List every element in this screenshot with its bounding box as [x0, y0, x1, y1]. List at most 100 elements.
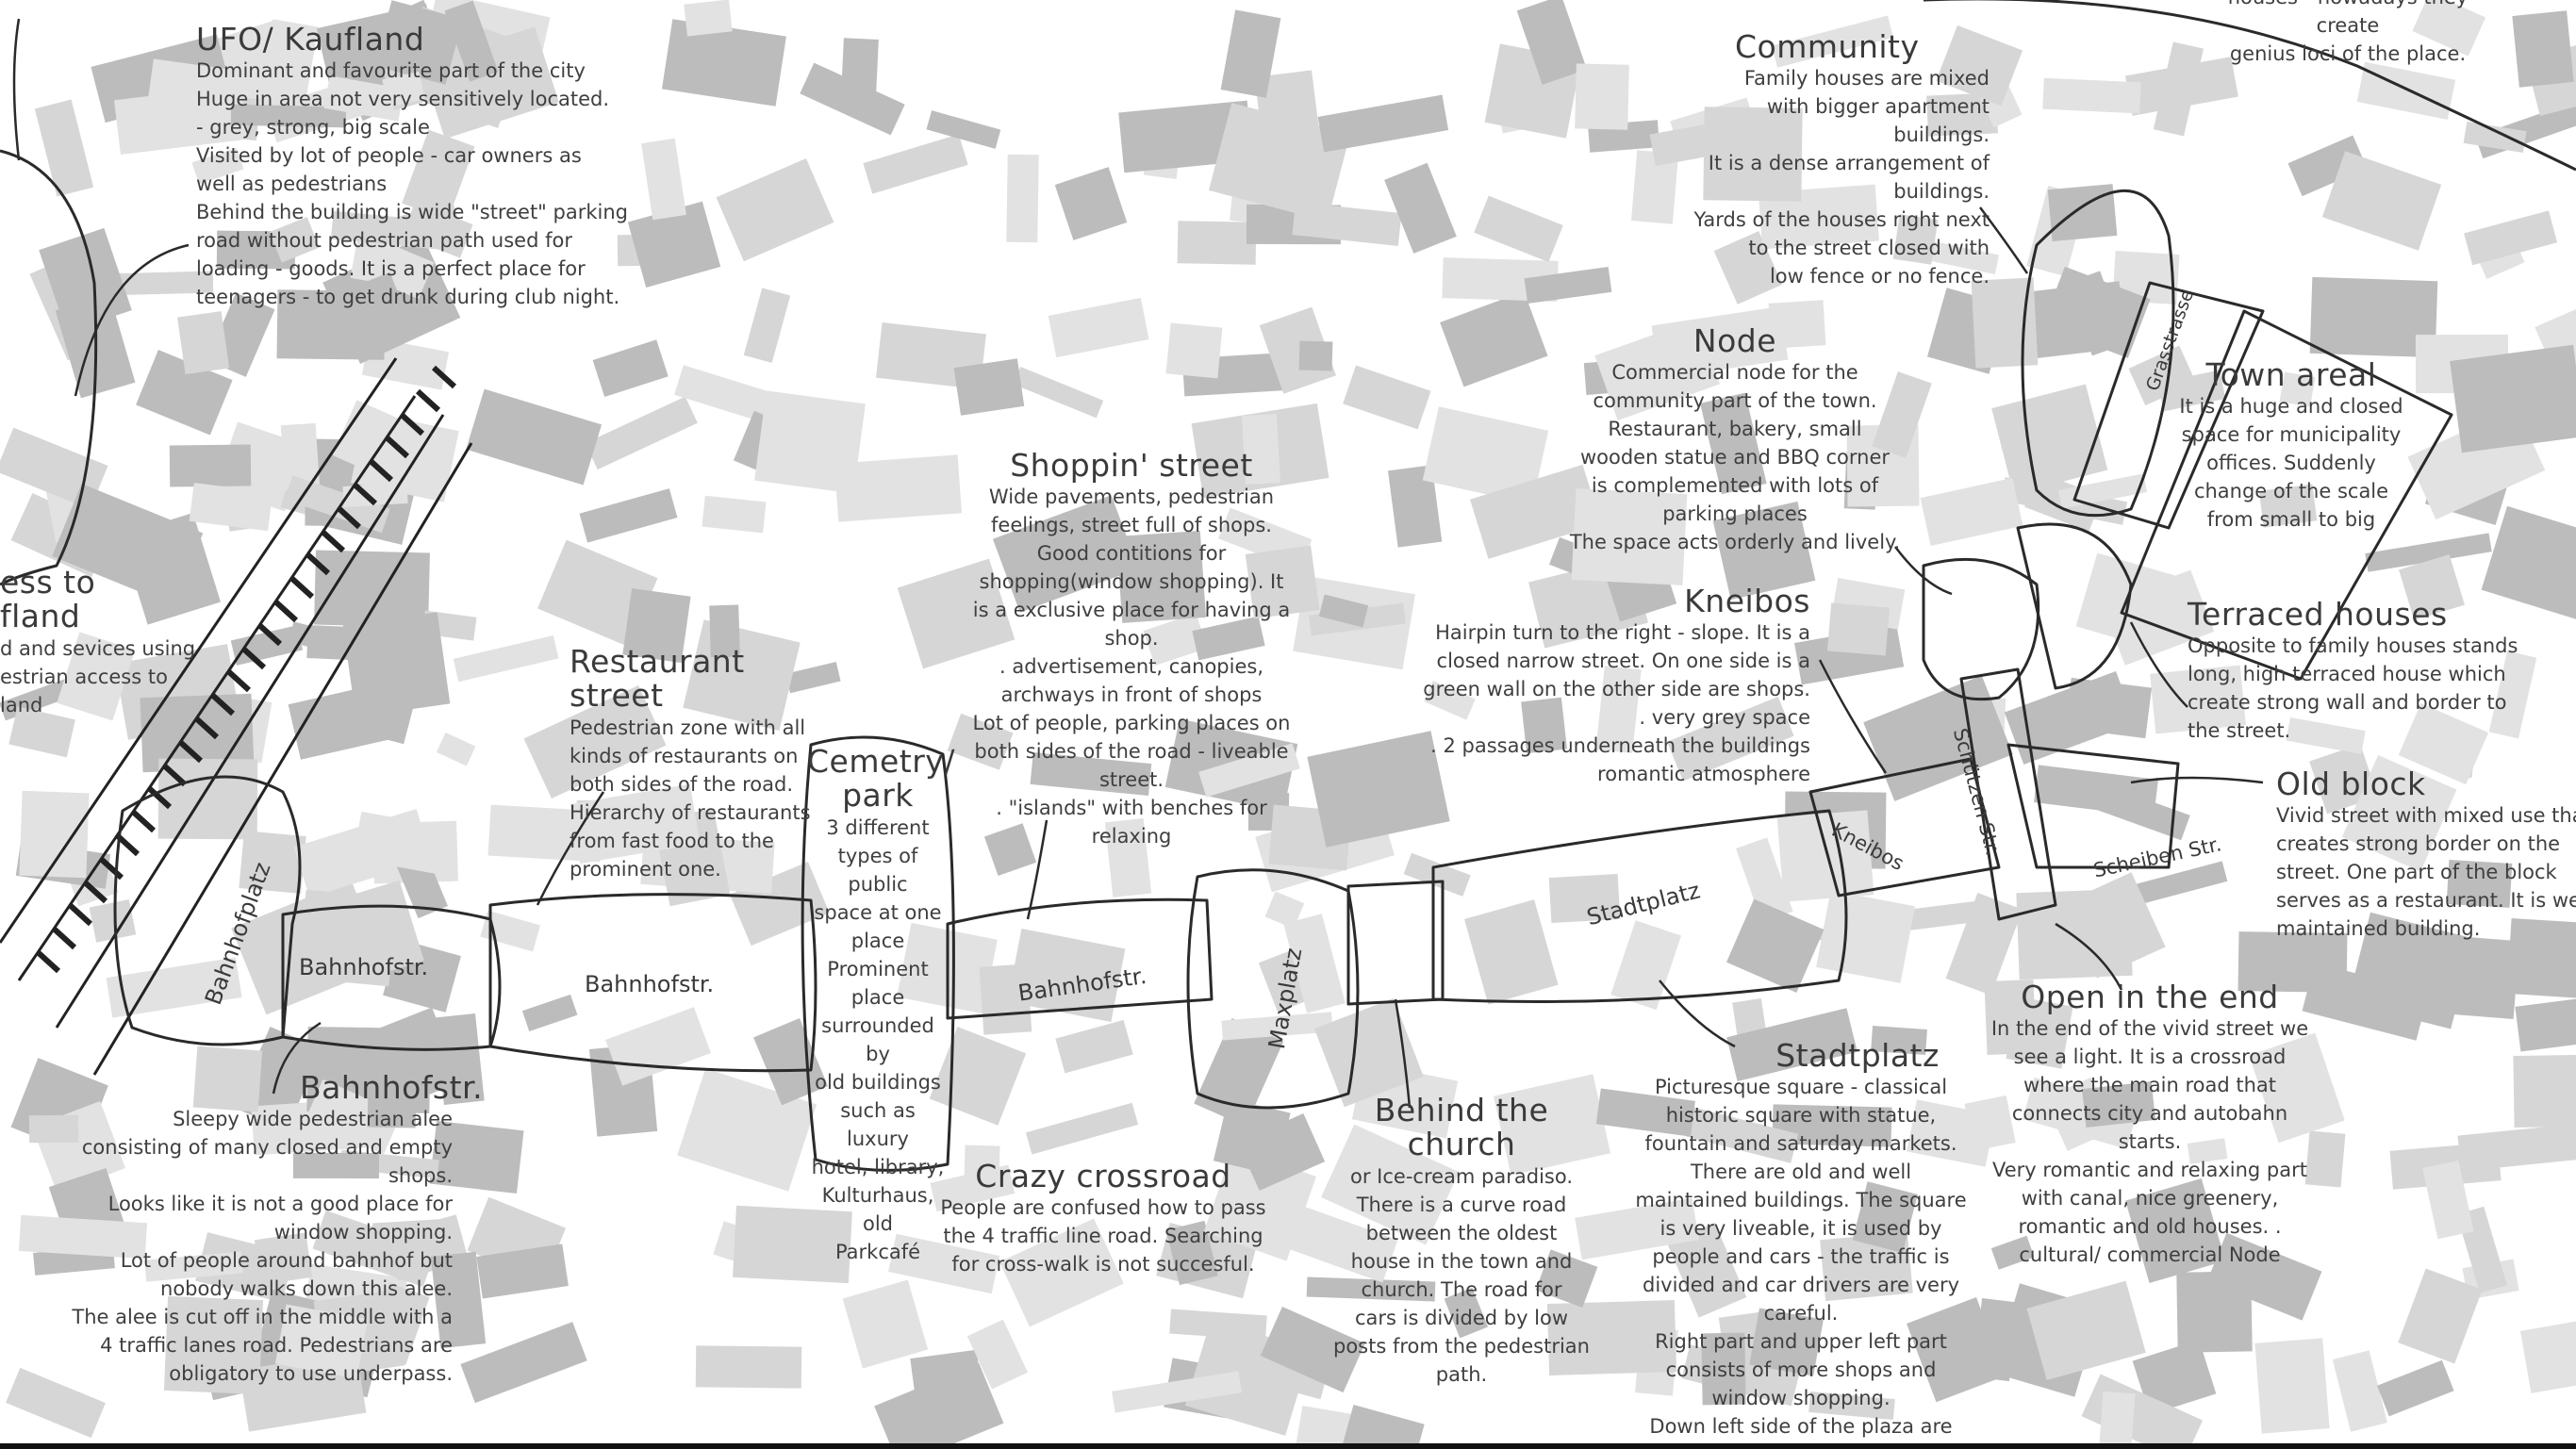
building: [926, 110, 1001, 149]
rail-tie: [130, 809, 157, 833]
building: [888, 1233, 1000, 1294]
building: [1054, 167, 1128, 240]
building: [1901, 899, 1990, 931]
building: [2249, 1032, 2345, 1144]
building: [1964, 1095, 2016, 1151]
building: [1712, 501, 1816, 601]
label-cemetry-body: 3 different types of public space at one…: [811, 815, 945, 1263]
building: [785, 662, 841, 694]
building: [585, 396, 698, 470]
building: [1571, 488, 1688, 585]
building: [1666, 1222, 1747, 1318]
building: [1984, 979, 2037, 1056]
label-node: Node Commercial node for the community p…: [1565, 323, 1905, 556]
building: [18, 1214, 148, 1260]
building: [57, 632, 136, 721]
building: [430, 1251, 487, 1349]
building: [52, 483, 204, 606]
building: [2064, 677, 2153, 739]
label-church-title: Behind the church: [1374, 1092, 1549, 1163]
building: [1726, 1008, 1858, 1082]
building: [269, 217, 320, 263]
building: [964, 1144, 1000, 1181]
building: [2519, 1317, 2576, 1393]
building: [2332, 1350, 2387, 1432]
building: [1298, 340, 1333, 371]
building: [2506, 918, 2576, 999]
building: [733, 1205, 852, 1284]
building: [2082, 1081, 2156, 1128]
building: [1115, 531, 1207, 623]
rail-tie: [98, 856, 124, 881]
building: [1313, 997, 1424, 1108]
building: [372, 1218, 454, 1260]
label-church-body: or Ice-cream paradiso. There is a curve …: [1333, 1164, 1590, 1386]
building: [374, 0, 463, 85]
label-town-areal-title: Town areal: [2205, 356, 2377, 393]
label-stadtplatz: Stadtplatz Picturesque square - classica…: [1631, 1038, 1971, 1441]
label-terraced-body: Opposite to family houses stands long, h…: [2188, 634, 2518, 743]
building: [2096, 1391, 2136, 1449]
label-open-body: In the end of the vivid street we see a …: [1990, 1017, 2309, 1267]
building: [2446, 860, 2513, 908]
building: [1220, 9, 1281, 98]
building: [1055, 1019, 1133, 1074]
building: [1548, 874, 1621, 924]
building: [1524, 266, 1612, 305]
building: [1610, 920, 1682, 1011]
label-kneibos-body: Hairpin turn to the right - slope. It is…: [1423, 621, 1810, 786]
building: [1516, 0, 1587, 85]
building: [2399, 554, 2465, 620]
building: [2132, 1340, 2217, 1415]
label-behind-church: Behind the church or Ice-cream paradiso.…: [1329, 1092, 1593, 1389]
label-restaurant-title: Restaurant street: [570, 643, 745, 715]
label-town-areal-body: It is a huge and closed space for munici…: [2179, 395, 2403, 532]
label-open-end: Open in the end In the end of the vivid …: [1990, 980, 2310, 1269]
building: [1493, 1074, 1611, 1176]
building: [2450, 344, 2576, 453]
rail-tie: [51, 926, 77, 950]
building: [1872, 371, 1932, 458]
building: [2176, 1271, 2253, 1353]
building: [716, 157, 834, 262]
building: [1971, 277, 2039, 369]
building: [1306, 1276, 1436, 1302]
building: [239, 831, 306, 894]
rail-tie: [177, 739, 204, 764]
label-stadtplatz-body: Picturesque square - classical historic …: [1635, 1076, 1967, 1439]
building: [1422, 406, 1549, 504]
building: [1292, 202, 1402, 246]
building: [1521, 697, 1567, 754]
rail-tie: [336, 505, 362, 530]
building: [292, 1152, 380, 1179]
building: [709, 604, 740, 658]
label-shopping-title: Shoppin' street: [1010, 447, 1253, 484]
building: [2187, 1138, 2228, 1164]
annotation-arrows: [12, 0, 2576, 1109]
building: [695, 1345, 802, 1389]
building: [280, 422, 321, 491]
building: [1198, 743, 1300, 798]
building: [429, 1120, 524, 1194]
building: [702, 495, 767, 534]
label-shopping-body: Wide pavements, pedestrian feelings, str…: [972, 486, 1291, 848]
building: [1713, 231, 1783, 305]
building: [289, 621, 323, 650]
building: [1863, 675, 2013, 801]
building: [453, 634, 559, 683]
building: [1726, 898, 1825, 994]
building: [2365, 533, 2492, 572]
building: [1169, 1309, 1267, 1341]
rail-tie: [67, 902, 93, 927]
building: [1546, 1300, 1677, 1376]
building: [1575, 1197, 1699, 1260]
label-access-title: ess to fland: [0, 564, 96, 635]
building: [1318, 594, 1369, 628]
label-crazy-crossroad: Crazy crossroad People are confused how …: [924, 1159, 1282, 1278]
rail-tie: [272, 599, 299, 623]
building: [1317, 94, 1449, 153]
building: [1474, 195, 1563, 263]
building: [2463, 122, 2527, 153]
rail-tie: [193, 716, 220, 740]
